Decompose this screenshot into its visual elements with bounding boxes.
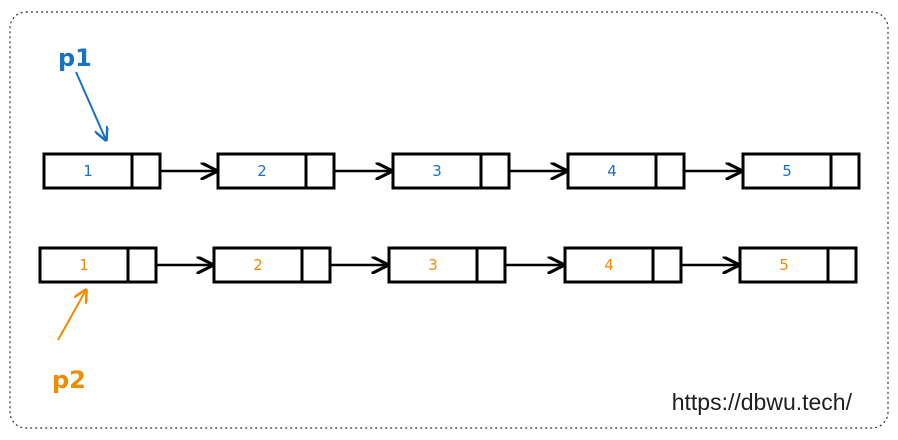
node-next-box — [130, 152, 162, 190]
node-data-box — [387, 246, 479, 284]
node-data-box — [391, 152, 483, 190]
node-next-box — [475, 246, 507, 284]
pointer-label-p2: p2 — [52, 366, 86, 394]
pointer-arrow-p2 — [57, 290, 86, 341]
list2-node-1: 1 — [38, 246, 158, 284]
node-value: 3 — [428, 256, 438, 274]
node-next-box — [300, 246, 332, 284]
node-data-box — [38, 246, 130, 284]
watermark-url: https://dbwu.tech/ — [671, 389, 852, 415]
node-next-box — [829, 152, 861, 190]
linked-list-2: 1 2 3 4 5 — [38, 246, 858, 284]
diagram-frame — [9, 11, 889, 429]
list1-node-3: 3 — [391, 152, 511, 190]
node-next-box — [126, 246, 158, 284]
list1-node-4: 4 — [566, 152, 686, 190]
linked-list-1: 1 2 3 4 5 — [42, 152, 861, 190]
pointer-arrow-p1 — [75, 71, 106, 140]
node-value: 5 — [779, 256, 789, 274]
node-value: 1 — [79, 256, 89, 274]
list2-node-2: 2 — [212, 246, 332, 284]
node-value: 1 — [83, 162, 93, 180]
node-value: 3 — [432, 162, 442, 180]
node-value: 4 — [604, 256, 614, 274]
node-next-box — [304, 152, 336, 190]
list1-node-1: 1 — [42, 152, 162, 190]
node-data-box — [566, 152, 658, 190]
node-value: 2 — [257, 162, 267, 180]
list1-node-5: 5 — [741, 152, 861, 190]
pointer-label-p1: p1 — [58, 44, 92, 72]
node-data-box — [42, 152, 134, 190]
node-next-box — [651, 246, 683, 284]
node-next-box — [479, 152, 511, 190]
node-data-box — [212, 246, 304, 284]
node-value: 5 — [782, 162, 792, 180]
node-value: 4 — [607, 162, 617, 180]
node-next-box — [826, 246, 858, 284]
node-value: 2 — [253, 256, 263, 274]
node-next-box — [654, 152, 686, 190]
list2-node-3: 3 — [387, 246, 507, 284]
list2-node-4: 4 — [563, 246, 683, 284]
list1-node-2: 2 — [216, 152, 336, 190]
list2-node-5: 5 — [738, 246, 858, 284]
